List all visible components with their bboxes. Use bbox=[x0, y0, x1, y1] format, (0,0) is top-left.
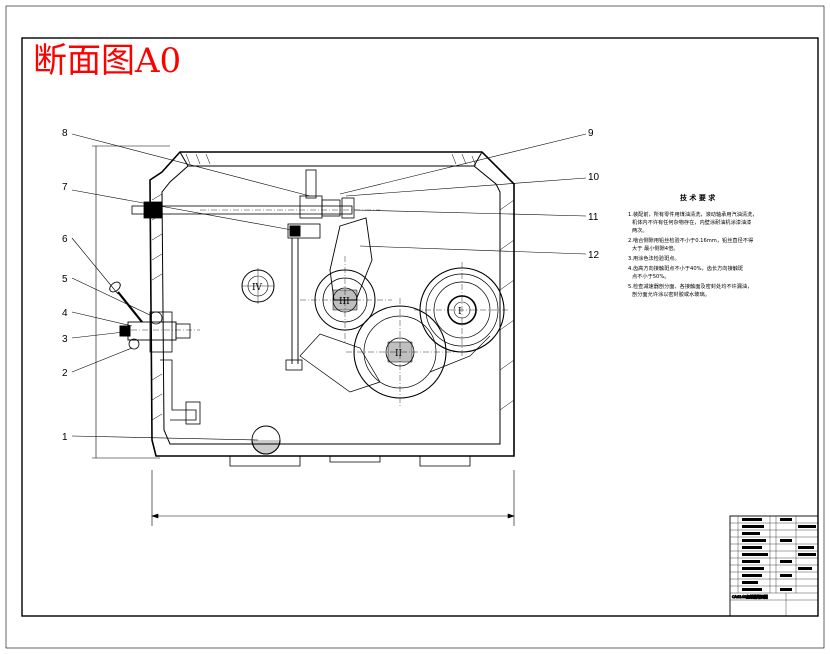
callout-12: 12 bbox=[588, 250, 600, 261]
callout-11: 11 bbox=[588, 212, 599, 223]
sheet-title: 断面图A0 bbox=[33, 41, 181, 81]
shaft-label-ii: II bbox=[395, 349, 403, 359]
callout-5: 5 bbox=[62, 274, 68, 285]
dimension-lines bbox=[92, 145, 515, 526]
callout-7: 7 bbox=[62, 182, 68, 193]
note-line: 3.用涂色法检验斑点。 bbox=[628, 254, 680, 262]
note-line: 1.装配前，所有零件用煤油清洗，滚动轴承用汽油清洗， bbox=[628, 210, 757, 218]
title-block: CA6140主轴箱断面图 bbox=[729, 515, 819, 617]
callout-2: 2 bbox=[62, 368, 68, 379]
shaft-label-iii: III bbox=[339, 297, 350, 307]
shaft-labels: IV III II I bbox=[252, 283, 462, 359]
note-line: 4.齿高方向接触斑点不小于40%，齿长方向接触斑 bbox=[628, 264, 743, 272]
note-line: 点不小于50%。 bbox=[632, 272, 669, 280]
inner-border bbox=[21, 37, 819, 617]
callout-numbers: 1 2 3 4 5 6 7 8 9 10 11 12 bbox=[62, 128, 600, 443]
callout-6: 6 bbox=[62, 234, 68, 245]
callout-8: 8 bbox=[62, 128, 68, 139]
note-line: 机体内不许有任何杂物存在，内壁涂耐油机涂漆油漆 bbox=[632, 218, 751, 226]
shaft-label-i: I bbox=[458, 307, 462, 317]
callout-1: 1 bbox=[62, 432, 68, 443]
callout-10: 10 bbox=[588, 172, 600, 183]
note-line: 5.检查减速器剖分面、各接触面及密封处均不许漏油， bbox=[628, 282, 752, 290]
outer-border bbox=[5, 5, 825, 649]
note-line: 大于 最小侧隙4倍。 bbox=[632, 244, 678, 252]
note-line: 剖分面允许涂以密封胶或水玻璃。 bbox=[632, 290, 710, 298]
callout-3: 3 bbox=[62, 334, 68, 345]
shaft-label-iv: IV bbox=[252, 283, 263, 293]
note-line: 2.啮合侧隙用铅丝检验不小于0.16mm，铅丝直径不得 bbox=[628, 236, 753, 244]
notes-heading: 技 术 要 求 bbox=[680, 193, 716, 202]
callout-9: 9 bbox=[588, 128, 594, 139]
title-block-caption: CA6140主轴箱断面图 bbox=[732, 594, 768, 599]
callout-4: 4 bbox=[62, 308, 68, 319]
leader-lines bbox=[71, 133, 587, 441]
technical-notes: 技 术 要 求 1.装配前，所有零件用煤油清洗，滚动轴承用汽油清洗， 机体内不许… bbox=[628, 193, 757, 298]
gear-train bbox=[109, 169, 510, 455]
gearbox-housing bbox=[149, 151, 515, 467]
note-line: 两次。 bbox=[632, 226, 648, 234]
